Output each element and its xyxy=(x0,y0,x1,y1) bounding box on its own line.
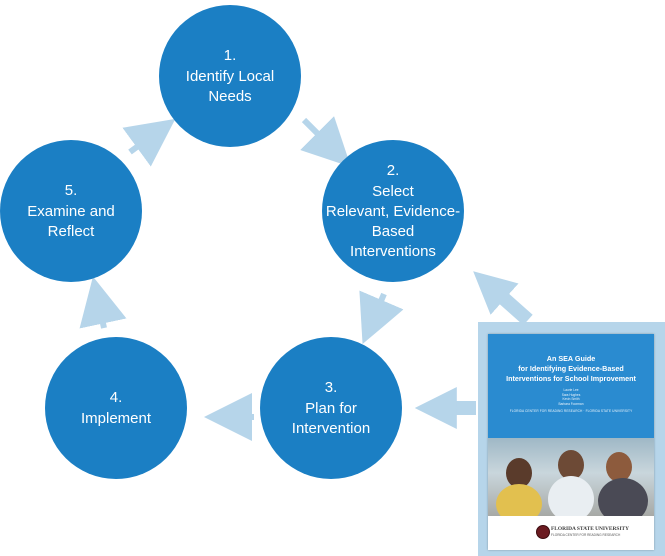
arrow-5-to-1 xyxy=(122,118,176,167)
step-3-label-line-1: Plan for xyxy=(305,399,357,417)
guide-author: Laurie Lee xyxy=(563,388,579,392)
university-seal-icon xyxy=(536,525,550,539)
guide-author: Barbara Foorman xyxy=(558,401,584,406)
step-1-label-line-1: Identify Local xyxy=(185,67,275,85)
step-5-label-line-1: Examine and xyxy=(27,202,115,220)
step-1-circle: 1. Identify Local Needs xyxy=(159,5,301,147)
step-2-label-line-3: Based xyxy=(371,222,415,240)
guide-cover-header: An SEA Guide for Identifying Evidence-Ba… xyxy=(488,334,654,438)
guide-cover-footer: FLORIDA STATE UNIVERSITY FLORIDA CENTER … xyxy=(488,516,654,550)
step-5-number: 5. xyxy=(64,181,78,199)
step-5-label-line-2: Reflect xyxy=(47,222,95,240)
arrow-2-to-3 xyxy=(359,290,404,345)
step-2-label-line-2: Relevant, Evidence- xyxy=(325,202,461,220)
step-3-label-line-2: Intervention xyxy=(291,419,371,437)
arrow-guide-to-2 xyxy=(473,271,533,326)
step-2-label-line-1: Select xyxy=(372,182,414,200)
step-4-number: 4. xyxy=(109,388,123,406)
guide-title-line-3: Interventions for School Improvement xyxy=(506,374,636,383)
guide-title-line-2: for Identifying Evidence-Based xyxy=(518,364,624,373)
step-1-label-line-2: Needs xyxy=(208,87,252,105)
step-3-circle: 3. Plan for Intervention xyxy=(260,337,402,479)
university-name: FLORIDA STATE UNIVERSITY xyxy=(551,526,629,532)
university-subtitle: FLORIDA CENTER FOR READING RESEARCH xyxy=(551,533,621,537)
guide-title: An SEA Guide for Identifying Evidence-Ba… xyxy=(488,354,654,384)
guide-cover-photo xyxy=(488,438,654,524)
guide-author: Sara Hughes xyxy=(561,392,581,397)
person-figure xyxy=(548,476,594,522)
guide-author: Kevin Smith xyxy=(562,397,580,402)
arrow-1-to-2 xyxy=(300,116,351,167)
guide-organization: FLORIDA CENTER FOR READING RESEARCH · FL… xyxy=(509,409,633,414)
step-2-number: 2. xyxy=(386,161,400,179)
step-1-number: 1. xyxy=(223,46,237,64)
step-2-label-line-4: Interventions xyxy=(350,242,436,260)
person-figure xyxy=(606,452,632,482)
person-figure xyxy=(558,450,584,480)
guide-authors: Laurie Lee Sara Hughes Kevin Smith Barba… xyxy=(488,388,654,406)
arrow-4-to-5 xyxy=(79,276,127,329)
guide-cover: An SEA Guide for Identifying Evidence-Ba… xyxy=(488,334,654,550)
person-figure xyxy=(506,458,532,488)
step-3-number: 3. xyxy=(324,378,338,396)
step-5-circle: 5. Examine and Reflect xyxy=(0,140,142,282)
step-4-circle: 4. Implement xyxy=(45,337,187,479)
guide-title-line-1: An SEA Guide xyxy=(546,354,596,363)
step-2-circle: 2. Select Relevant, Evidence- Based Inte… xyxy=(322,140,464,282)
step-4-label-line-1: Implement xyxy=(80,409,152,427)
